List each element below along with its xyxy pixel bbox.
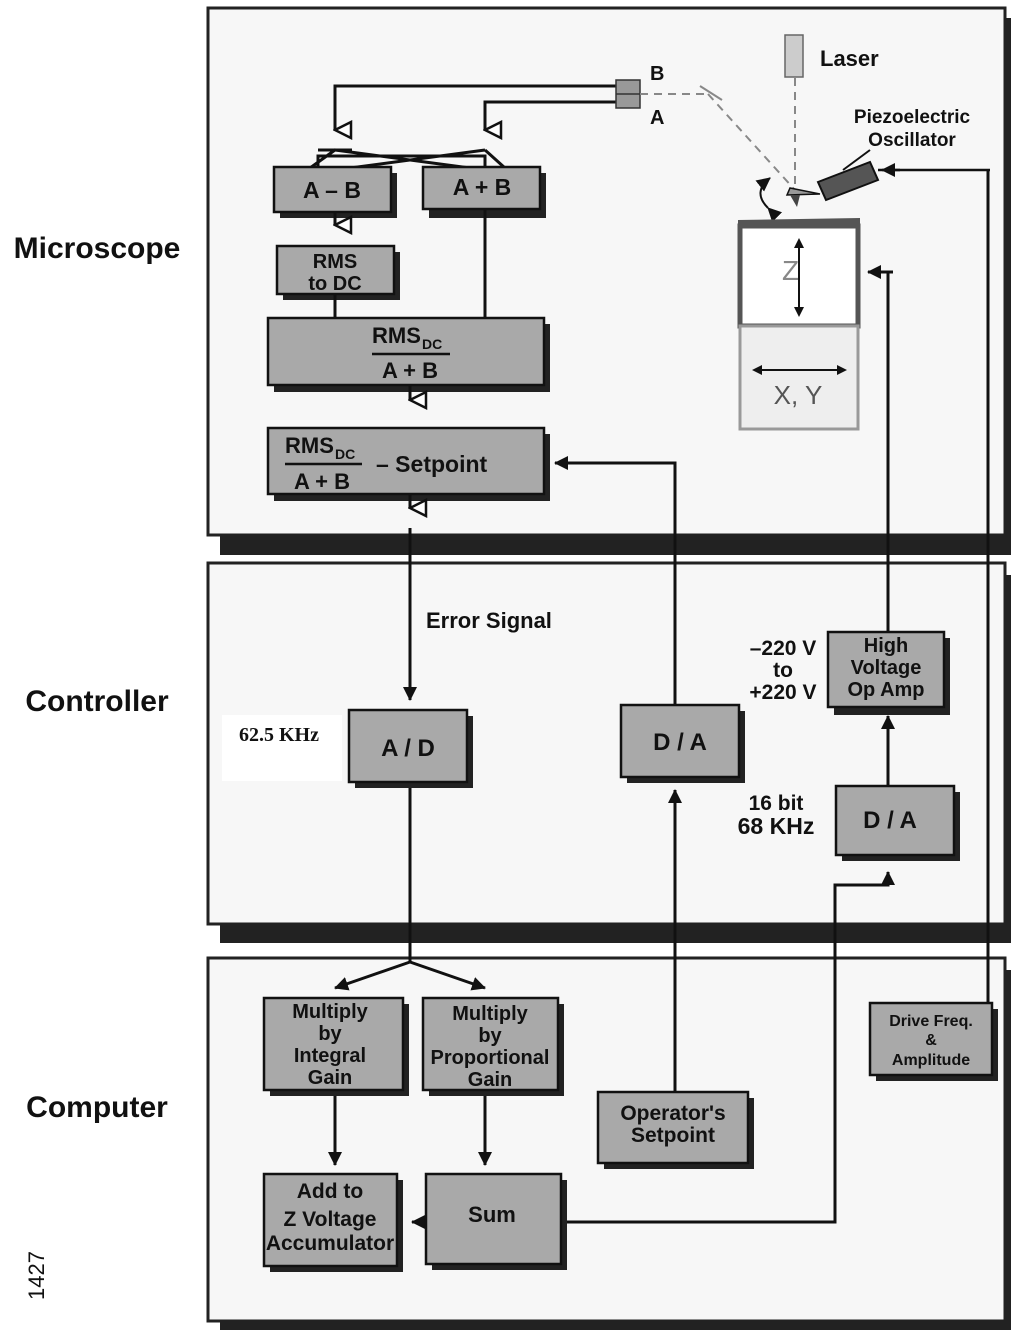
rms-to-dc-block: RMS to DC (275, 244, 400, 300)
section-label-controller: Controller (25, 685, 169, 718)
integral-line4: Gain (308, 1067, 352, 1089)
accumulator-line1: Add to (297, 1180, 363, 1203)
drive-line1: Drive Freq. (889, 1013, 973, 1030)
ad-converter-block: A / D (347, 708, 473, 788)
integral-line1: Multiply (292, 1001, 368, 1023)
integral-gain-block: Multiply by Integral Gain (262, 996, 409, 1096)
sum-block: Sum (424, 1172, 567, 1270)
scanner-piezo: Z X, Y (737, 218, 861, 431)
z-da-label: D / A (863, 807, 917, 834)
operator-line2: Setpoint (631, 1124, 715, 1147)
voltage-range-line1: –220 V (750, 637, 817, 660)
ad-sample-rate: 62.5 KHz (239, 724, 319, 746)
figure-number: 1427 (24, 1251, 49, 1300)
mirror (699, 85, 723, 101)
rms-to-dc-line2: to DC (308, 273, 361, 295)
operator-setpoint-block: Operator's Setpoint (596, 1090, 754, 1169)
piezo-pointer (842, 149, 871, 171)
ad-label: A / D (381, 735, 435, 762)
xy-axis-label: X, Y (774, 380, 823, 410)
photodiode-a-label: A (650, 107, 664, 129)
a-minus-b-block: A – B (272, 165, 397, 218)
proportional-line2: by (478, 1025, 502, 1047)
drive-line3: Amplitude (892, 1052, 970, 1069)
setpoint-da-block: D / A (619, 703, 745, 783)
laser-beam (640, 78, 796, 191)
photodiode: B A (615, 63, 664, 129)
piezo-label-line1: Piezoelectric (854, 107, 971, 128)
setpoint-rms-label: RMS (285, 433, 334, 458)
da-rate-label: 68 KHz (738, 813, 815, 839)
oscillation-arrow (755, 177, 783, 223)
normalized-rms-block: RMS DC A + B (266, 316, 550, 392)
ratio-denominator: A + B (382, 358, 438, 383)
proportional-line3: Proportional (431, 1047, 550, 1069)
accumulator-line3: Accumulator (266, 1232, 394, 1255)
setpoint-dc-subscript: DC (335, 446, 355, 462)
piezo-oscillator (785, 160, 880, 207)
resolution-label: 16 bit (749, 792, 804, 815)
hv-amp-line1: High (864, 635, 908, 657)
proportional-gain-block: Multiply by Proportional Gain (421, 996, 564, 1096)
proportional-line1: Multiply (452, 1003, 528, 1025)
proportional-line4: Gain (468, 1069, 512, 1091)
integral-line2: by (318, 1023, 342, 1045)
drive-frequency-block: Drive Freq. & Amplitude (868, 1001, 998, 1081)
a-plus-b-label: A + B (453, 174, 512, 200)
hv-amp-line3: Op Amp (847, 679, 924, 701)
operator-line1: Operator's (620, 1102, 725, 1125)
laser-label: Laser (820, 46, 879, 71)
setpoint-da-label: D / A (653, 729, 707, 756)
sum-label: Sum (468, 1202, 516, 1227)
hv-amp-line2: Voltage (851, 657, 922, 679)
rms-dc-label: RMS (372, 323, 421, 348)
dc-subscript: DC (422, 336, 442, 352)
a-minus-b-label: A – B (303, 177, 361, 203)
piezo-label-line2: Oscillator (868, 130, 956, 151)
section-label-computer: Computer (26, 1091, 168, 1124)
accumulator-line2: Z Voltage (284, 1208, 377, 1231)
a-plus-b-block: A + B (421, 165, 546, 218)
voltage-range-line2: to (773, 659, 793, 682)
section-label-microscope: Microscope (14, 232, 181, 265)
rms-to-dc-line1: RMS (313, 251, 357, 273)
photodiode-b-label: B (650, 63, 664, 85)
high-voltage-amp-block: High Voltage Op Amp (826, 630, 950, 715)
integral-line3: Integral (294, 1045, 366, 1067)
laser-source: Laser (784, 34, 879, 78)
error-signal-label: Error Signal (426, 608, 552, 633)
setpoint-difference-block: RMS DC A + B – Setpoint (266, 426, 550, 501)
drive-line2: & (925, 1032, 937, 1049)
setpoint-denominator: A + B (294, 469, 350, 494)
voltage-range-line3: +220 V (749, 681, 816, 704)
controller-panel (206, 561, 1011, 943)
z-da-converter-block: D / A (834, 784, 960, 861)
setpoint-suffix: – Setpoint (376, 451, 488, 477)
z-voltage-accumulator-block: Add to Z Voltage Accumulator (262, 1172, 403, 1272)
z-axis-label: Z (782, 255, 799, 286)
